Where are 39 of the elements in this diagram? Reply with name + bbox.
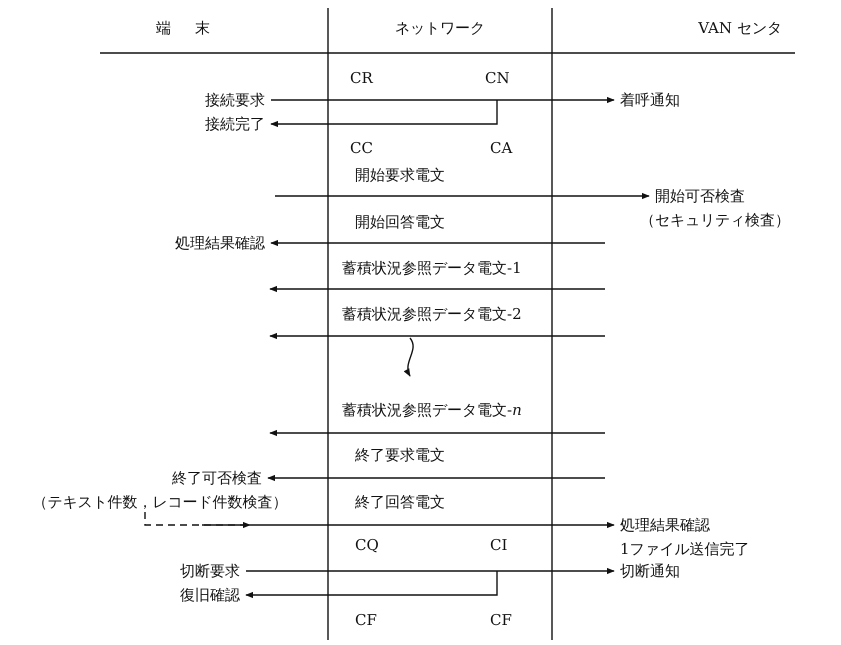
signal-name: CF — [355, 611, 377, 629]
note-text: （セキュリティ検査） — [640, 211, 790, 229]
arrow — [245, 571, 498, 598]
node-text: 着呼通知 — [620, 91, 680, 109]
signal-name: CI — [490, 536, 508, 554]
arrow — [270, 240, 605, 246]
node-text: 接続要求 — [205, 91, 265, 109]
column-heading: 端末 — [156, 19, 234, 37]
message-label: 終了回答電文 — [355, 493, 445, 511]
message-label: 蓄積状況参照データ電文-n — [342, 401, 522, 419]
column-heading: VAN センタ — [698, 19, 782, 37]
message-label: 蓄積状況参照データ電文-1 — [342, 259, 522, 277]
node-text: 処理結果確認 — [620, 516, 710, 534]
note-text: 1ファイル送信完了 — [620, 540, 750, 558]
signal-name: CN — [485, 69, 510, 87]
signal-name: CA — [490, 139, 512, 157]
arrow — [246, 568, 615, 574]
node-text: 切断通知 — [620, 562, 680, 580]
message-label: 蓄積状況参照データ電文-2 — [342, 305, 522, 323]
node-text: 開始可否検査 — [655, 187, 745, 205]
message-label: 終了要求電文 — [355, 446, 445, 464]
node-text: 接続完了 — [205, 115, 265, 133]
message-label: 開始回答電文 — [355, 213, 445, 231]
arrow — [275, 192, 650, 200]
message-label: 開始要求電文 — [355, 166, 445, 184]
arrow — [270, 100, 498, 128]
note-text: （テキスト件数，レコード件数検査） — [32, 493, 288, 511]
node-text: 処理結果確認 — [175, 234, 265, 252]
signal-name: CF — [490, 611, 512, 629]
arrow — [202, 522, 615, 528]
node-text: 復旧確認 — [180, 586, 240, 604]
arrow — [271, 96, 615, 104]
column-heading: ネットワーク — [395, 19, 485, 37]
signal-name: CQ — [355, 536, 379, 554]
node-text: 切断要求 — [180, 562, 240, 580]
signal-name: CR — [350, 69, 373, 87]
arrow — [267, 474, 605, 482]
node-text: 終了可否検査 — [172, 469, 262, 487]
signal-name: CC — [350, 139, 373, 157]
